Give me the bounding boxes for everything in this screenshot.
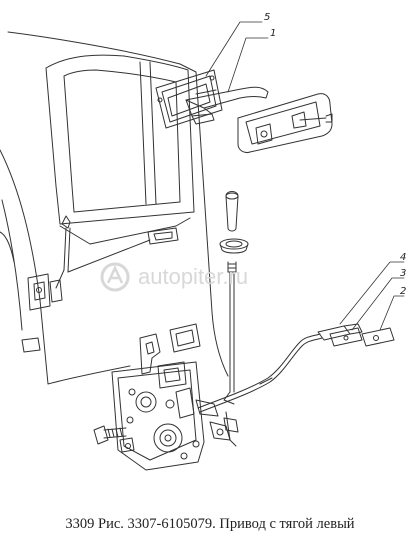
control-rod bbox=[197, 333, 323, 413]
door-panel bbox=[0, 31, 229, 385]
rod-holder bbox=[329, 327, 363, 347]
watermark: autopiter.ru bbox=[100, 262, 248, 292]
door-trim bbox=[21, 217, 201, 353]
handle-housing-plate bbox=[155, 69, 223, 129]
mounting-screw bbox=[93, 425, 127, 445]
callout-4: 4 bbox=[400, 252, 406, 263]
callout-5: 5 bbox=[264, 12, 270, 23]
callout-2: 2 bbox=[400, 286, 406, 297]
leader-lines bbox=[205, 21, 405, 331]
watermark-text: autopiter.ru bbox=[138, 264, 248, 289]
lock-rod bbox=[223, 261, 237, 405]
lock-mechanism bbox=[111, 333, 239, 471]
door-handle bbox=[185, 86, 269, 125]
callout-1: 1 bbox=[270, 28, 276, 39]
figure-caption: 3309 Рис. 3307-6105079. Привод с тягой л… bbox=[65, 516, 355, 532]
rod-bracket bbox=[361, 327, 395, 347]
rod-clip bbox=[317, 323, 363, 341]
handle-housing bbox=[237, 93, 333, 153]
watermark-logo-icon bbox=[100, 262, 130, 292]
watermark-logo-mark bbox=[106, 265, 124, 284]
callout-3: 3 bbox=[400, 268, 406, 279]
lock-knob bbox=[219, 191, 249, 254]
edge-latch bbox=[27, 215, 151, 311]
window-frame bbox=[45, 54, 195, 225]
